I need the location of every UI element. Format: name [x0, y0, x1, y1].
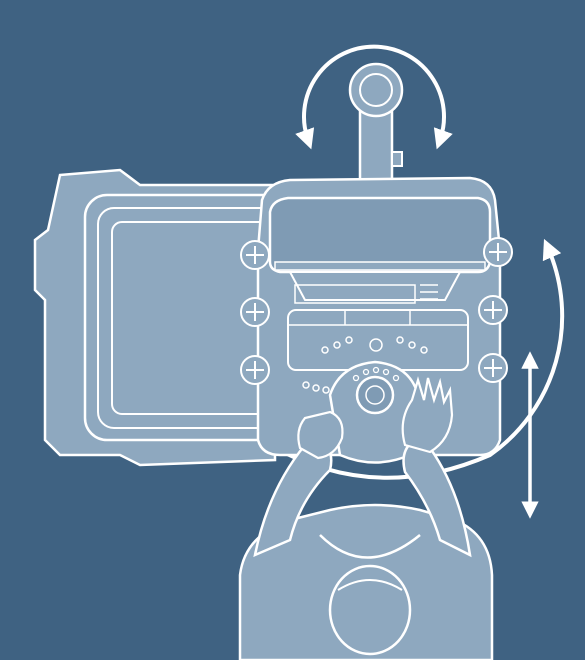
left-side-knobs: [241, 241, 269, 384]
upper-screen: [270, 198, 490, 272]
camera-mast: [350, 64, 402, 190]
